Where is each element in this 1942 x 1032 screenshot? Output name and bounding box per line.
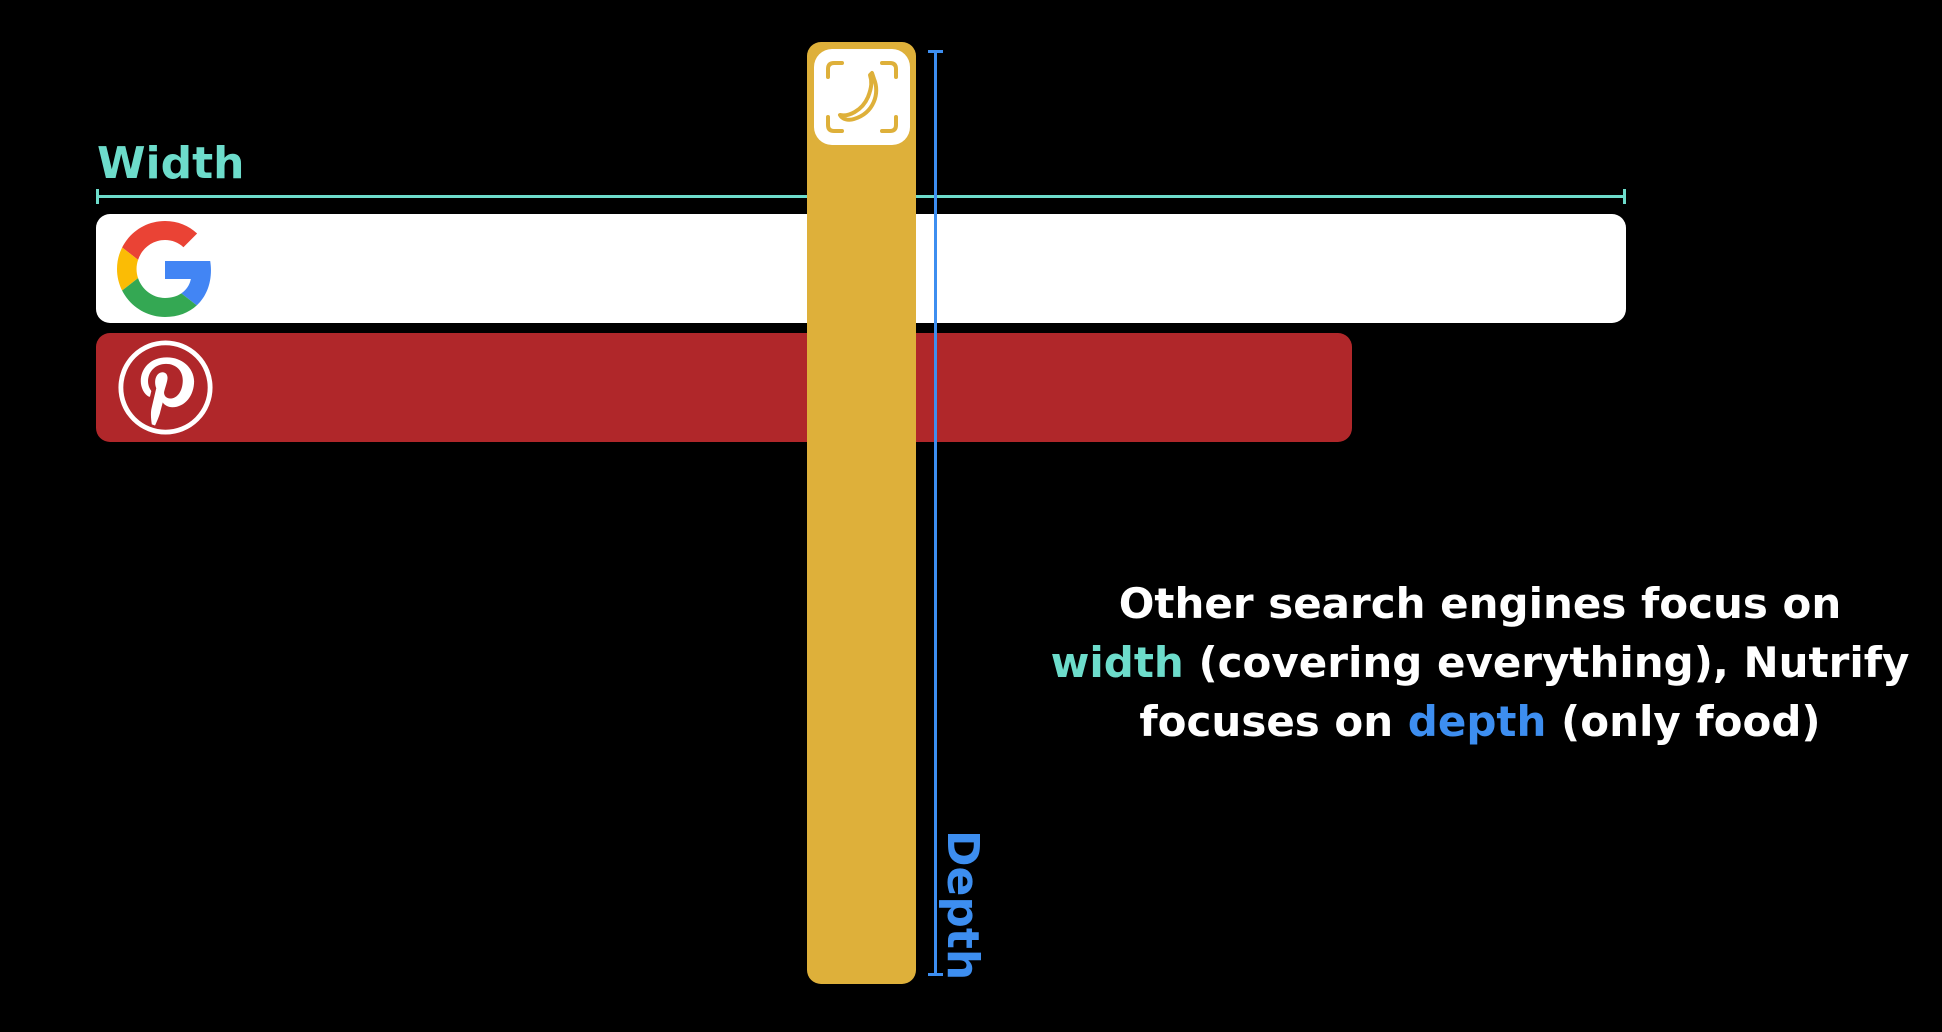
- depth-measure-end-cap: [928, 973, 943, 976]
- caption-width-highlight: width: [1050, 638, 1184, 687]
- caption-line-2-rest: (covering everything), Nutrify: [1183, 638, 1910, 687]
- caption: Other search engines focus on width (cov…: [1050, 574, 1910, 751]
- depth-measure-line: [934, 51, 937, 975]
- nutrify-food-bar: [807, 42, 916, 984]
- pinterest-bar: [96, 333, 1352, 442]
- pinterest-logo-icon: [117, 339, 214, 436]
- banana-scan-app-icon: [814, 49, 910, 145]
- width-label: Width: [97, 138, 245, 189]
- width-measure-end-cap: [1623, 189, 1626, 204]
- width-measure-start-cap: [96, 189, 99, 204]
- caption-line-3-rest: (only food): [1546, 697, 1821, 746]
- caption-line-2: width (covering everything), Nutrify: [1050, 633, 1910, 692]
- caption-line-3-start: focuses on: [1139, 697, 1408, 746]
- caption-depth-highlight: depth: [1407, 697, 1547, 746]
- caption-line-3: focuses on depth (only food): [1050, 692, 1910, 751]
- depth-measure-start-cap: [928, 50, 943, 53]
- google-g-logo-icon: [117, 221, 213, 317]
- caption-line-1: Other search engines focus on: [1118, 579, 1842, 628]
- depth-label: Depth: [937, 830, 988, 981]
